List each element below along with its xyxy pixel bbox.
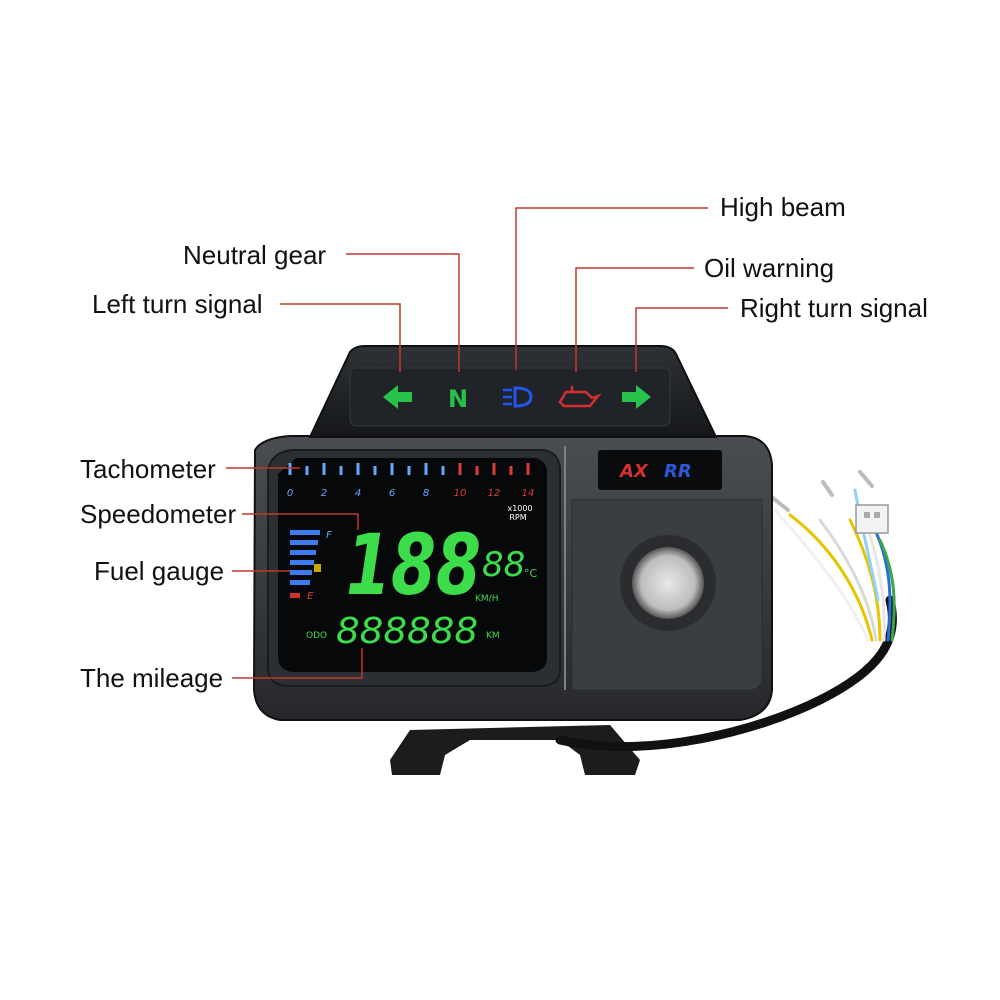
logo-text-right: RR	[664, 461, 692, 482]
tach-tick-label: 8	[423, 488, 429, 499]
fuel-bar-low	[290, 593, 300, 598]
leader-lines	[226, 207, 728, 679]
tach-tick-label: 4	[355, 488, 361, 499]
neutral-indicator: N	[448, 385, 468, 413]
tach-tick-label: 12	[488, 488, 501, 499]
tach-bar	[288, 463, 292, 475]
odo-label: ODO	[306, 631, 327, 641]
right-turn-arrow-icon	[622, 385, 651, 409]
label-high-beam: High beam	[720, 192, 846, 222]
leader-oil-warning	[575, 267, 694, 372]
fuel-bar-6	[290, 580, 310, 585]
speed-readout: 188	[346, 516, 481, 614]
fuel-bar-1	[290, 530, 320, 535]
tach-bar	[424, 463, 428, 475]
speed-unit: KM/H	[475, 594, 498, 604]
leader-left-turn	[280, 303, 401, 372]
fuel-bar-4	[290, 560, 314, 565]
left-turn-arrow-icon	[383, 385, 412, 409]
tach-bar	[339, 466, 343, 475]
wiring-harness	[555, 470, 897, 751]
tach-tick-label: 14	[522, 488, 535, 499]
tach-bar	[322, 463, 326, 475]
tach-unit-x1000: x1000	[507, 504, 532, 513]
oil-warning-icon	[558, 386, 602, 408]
leader-neutral-gear	[346, 253, 460, 372]
fuel-pump-icon	[314, 564, 321, 572]
label-speedometer: Speedometer	[80, 499, 237, 529]
tach-tick-label: 10	[454, 488, 467, 499]
fuel-bar-5	[290, 570, 312, 575]
right-panel	[571, 499, 763, 691]
label-neutral-gear: Neutral gear	[183, 240, 327, 270]
leader-high-beam	[515, 207, 708, 370]
tach-tick-label: 6	[389, 488, 395, 499]
label-oil-warning: Oil warning	[704, 253, 835, 283]
tach-unit-rpm: RPM	[509, 513, 526, 522]
temp-readout: 88	[482, 545, 525, 585]
tachometer: 0 2 4 6 8 10 12 14	[287, 463, 535, 499]
tach-bar	[441, 466, 445, 475]
label-fuel-gauge: Fuel gauge	[94, 556, 225, 586]
label-left-turn-signal: Left turn signal	[92, 289, 263, 319]
fuel-full-label: F	[326, 530, 332, 541]
fuel-empty-label: E	[307, 591, 314, 602]
temp-unit: °C	[524, 567, 538, 580]
odo-unit: KM	[486, 631, 500, 641]
brand-logo: AX RR	[598, 450, 722, 490]
label-tachometer: Tachometer	[80, 454, 216, 484]
indicator-strip: N	[383, 385, 651, 413]
fuel-gauge: F E	[290, 530, 332, 602]
tach-bar	[458, 463, 462, 475]
tach-bar	[356, 463, 360, 475]
tach-bar	[407, 466, 411, 475]
tach-bar	[492, 463, 496, 475]
fuel-bar-3	[290, 550, 316, 555]
label-right-turn-signal: Right turn signal	[740, 293, 928, 323]
leader-mileage	[232, 648, 363, 679]
lcd-panel	[267, 449, 561, 687]
high-beam-icon	[503, 386, 533, 408]
tach-bar	[475, 466, 479, 475]
tach-bar	[509, 466, 513, 475]
fuel-bar-2	[290, 540, 318, 545]
tach-tick-label: 0	[287, 488, 293, 499]
tach-bar	[305, 466, 309, 475]
leader-right-turn	[635, 307, 728, 372]
tach-bar	[526, 463, 530, 475]
logo-text-left: AX	[618, 461, 649, 482]
leader-speedometer	[242, 513, 359, 530]
tach-bar	[373, 466, 377, 475]
mounting-bracket	[390, 725, 640, 775]
odometer-readout: 888888	[336, 611, 478, 652]
label-mileage: The mileage	[80, 663, 224, 693]
tach-tick-label: 2	[321, 488, 327, 499]
tach-bar	[390, 463, 394, 475]
